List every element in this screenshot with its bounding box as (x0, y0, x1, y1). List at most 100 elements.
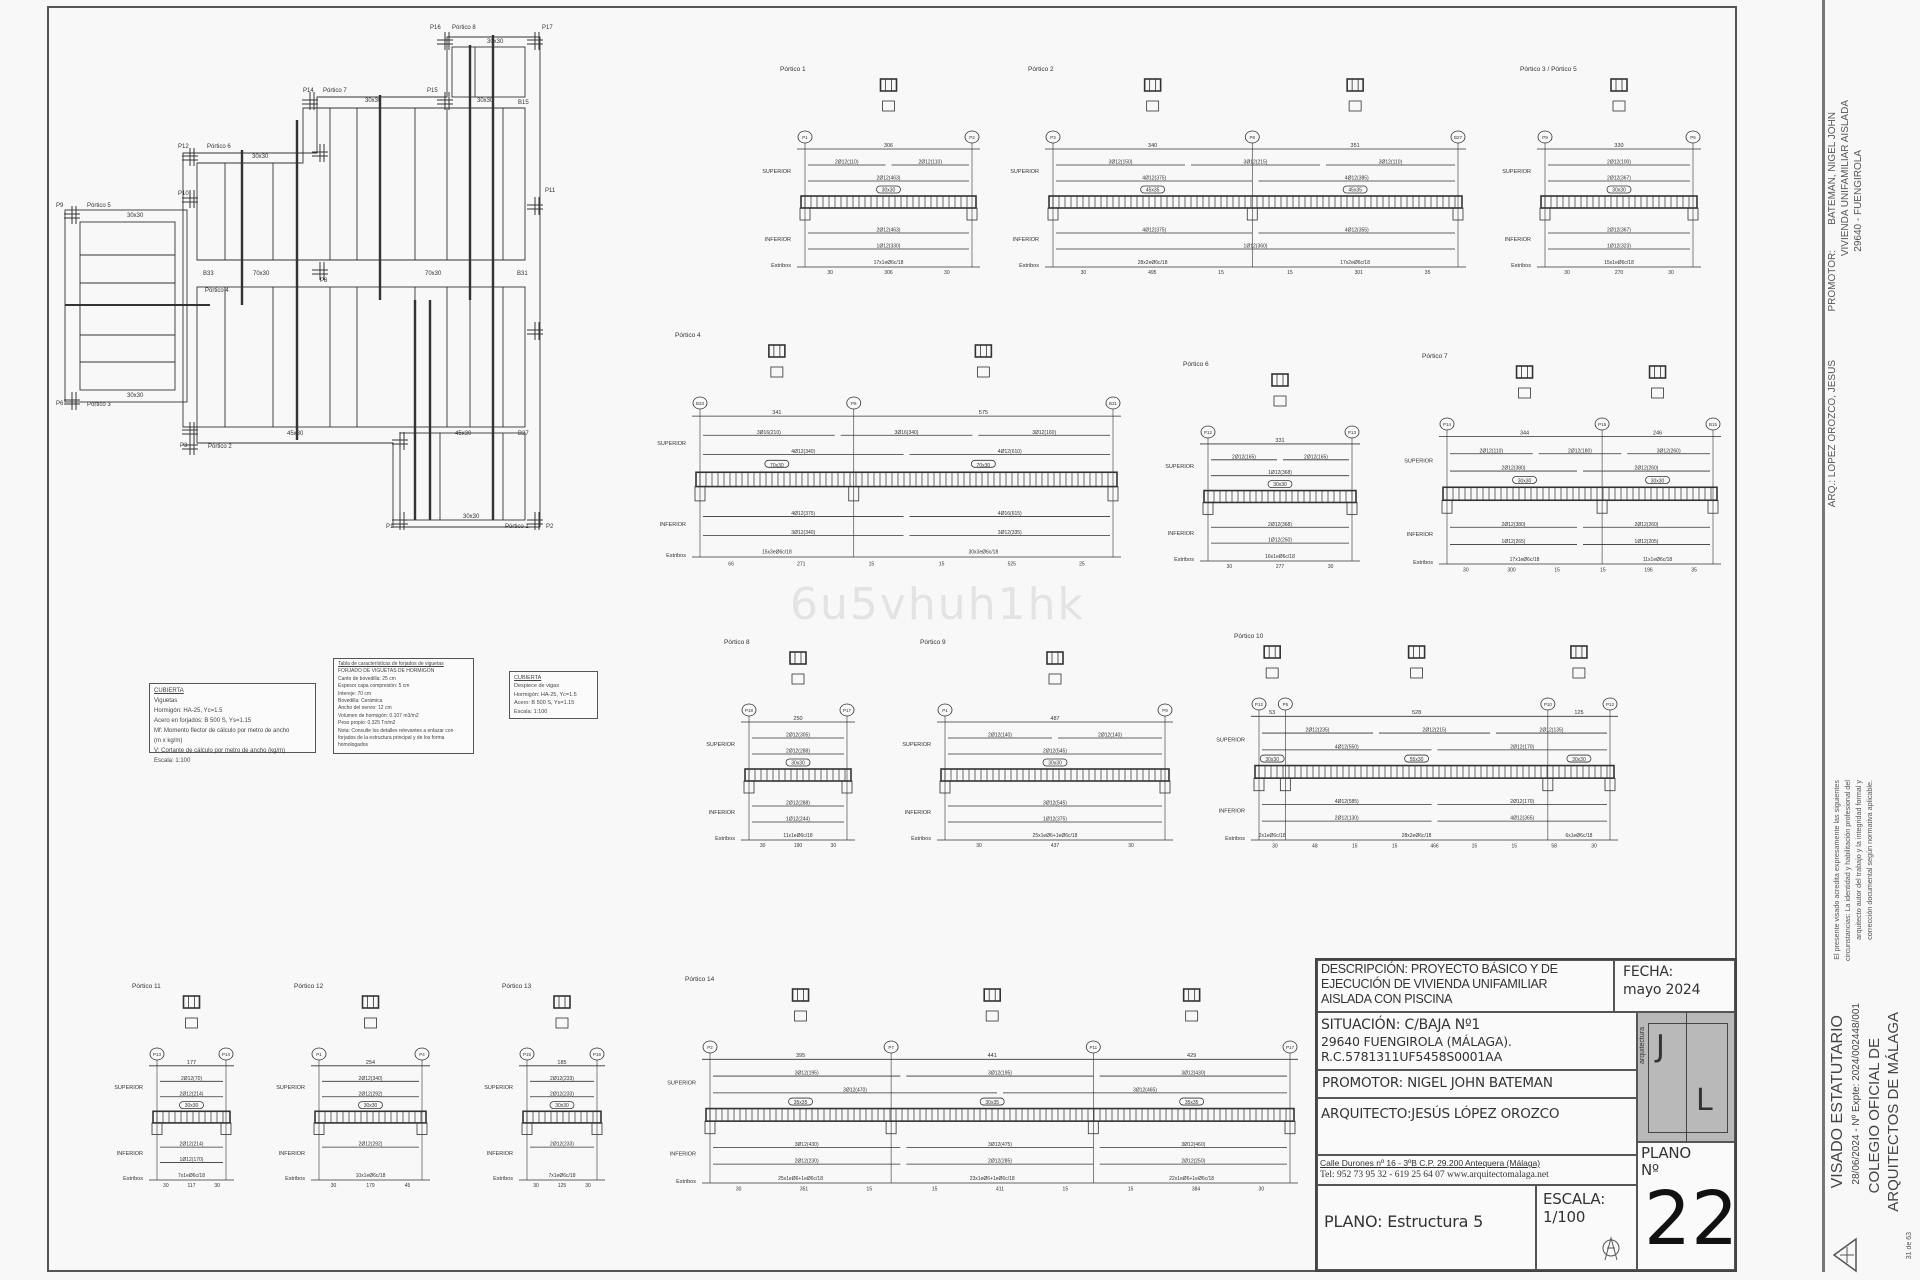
bottom-rebar-label: 3Ø12(545) (1043, 801, 1067, 807)
span-length: 344 (1520, 430, 1529, 436)
stirrup-shape-icon (364, 1017, 377, 1029)
span-length: 125 (1574, 710, 1583, 716)
column-label: B31 (1109, 401, 1118, 406)
bottom-rebar-label: 3Ø12(460) (1181, 1142, 1205, 1148)
note-line: Escala: 1:100 (514, 708, 548, 715)
inferior-label: INFERIOR (1505, 237, 1531, 243)
plan-label: Pórtico 3 (87, 402, 111, 408)
stirrup-shape-icon (1410, 667, 1424, 679)
stirrup-dimension: 15 (1511, 843, 1517, 849)
section-size: 35x35 (794, 1100, 808, 1106)
plan-number: 22 (1644, 1176, 1739, 1262)
visado-text-line: corrección documental según normativa ap… (1865, 780, 1874, 940)
plan-name-cell: PLANO: Estructura 5 (1317, 1185, 1536, 1270)
plan-label: P6 (56, 401, 64, 407)
side-promoter-line: BATEMAN, NIGEL JOHN (1827, 112, 1838, 225)
top-rebar-label: 4Ø12(610) (998, 449, 1022, 455)
plan-column-icon (312, 144, 328, 162)
estribos-label: Estribos (123, 1176, 143, 1182)
beam-section-icon (1346, 78, 1364, 92)
visado-logo-icon (1832, 1237, 1857, 1273)
column-stub (1202, 502, 1214, 515)
stirrup-icon (1413, 646, 1420, 658)
column-stub (591, 1122, 603, 1135)
span-length: 341 (772, 410, 781, 416)
description-cell: DESCRIPCIÓN: PROYECTO BÁSICO Y DE EJECUC… (1317, 960, 1614, 1012)
column-label: P15 (523, 1052, 532, 1057)
plan-label: 30x30 (127, 213, 144, 219)
column-stub (1596, 499, 1608, 514)
plan-column-icon (64, 392, 80, 410)
column-stub (1687, 207, 1699, 221)
column-stub (1441, 499, 1453, 514)
plan-label: 45x30 (455, 431, 472, 437)
inferior-label: INFERIOR (709, 810, 735, 816)
column-label: B27 (1454, 135, 1463, 140)
column-stub (1707, 499, 1719, 514)
portico-title: Pórtico 9 (920, 639, 946, 646)
span-length: 340 (1148, 143, 1157, 149)
stirrup-shape-icon (555, 1017, 569, 1029)
top-rebar-label: 3Ø12(110) (1379, 160, 1403, 166)
section-tag (788, 1097, 813, 1106)
stirrup-dimension: 15 (867, 1186, 873, 1192)
stirrup-dimension: 30 (1668, 270, 1674, 276)
top-rebar-label: 2Ø12(380) (1502, 466, 1526, 472)
stirrup-spec: 6x1eØ6c/18 (1565, 833, 1592, 839)
stirrup-dimension: 30 (760, 843, 766, 849)
plan-number-label: PLANO (1641, 1144, 1692, 1162)
note-line: Tabla de características de forjados de … (338, 661, 444, 667)
inferior-label: INFERIOR (117, 1151, 143, 1157)
stirrup-spec: 22x1eØ6+1eØ6c/18 (1169, 1176, 1214, 1182)
plan-slab-bottom-right (399, 432, 526, 521)
column-label: B33 (696, 401, 705, 406)
bottom-rebar-label: 2Ø12(285) (988, 1159, 1012, 1165)
inferior-label: INFERIOR (487, 1151, 513, 1157)
bottom-rebar-label: 4Ø12(375) (1142, 228, 1166, 234)
stirrup-icon (1268, 646, 1276, 658)
top-rebar-label: 3Ø12(160) (1032, 430, 1056, 436)
top-rebar-label: 2Ø12(165) (1232, 454, 1256, 460)
column-stub (1246, 207, 1258, 221)
section-tag (1140, 185, 1166, 194)
bottom-rebar-label: 1Ø12(205) (1635, 539, 1659, 545)
section-tag (764, 459, 790, 468)
top-rebar-label: 2Ø12(170) (1510, 744, 1534, 750)
stirrup-icon (1521, 366, 1528, 378)
stirrup-dimension: 437 (1051, 843, 1060, 849)
top-rebar-label: 3Ø12(470) (843, 1087, 867, 1093)
plan-label: 30x30 (252, 154, 269, 160)
superior-label: SUPERIOR (902, 742, 931, 748)
span-length: 330 (1614, 143, 1623, 149)
column-label: P6 (1690, 135, 1696, 140)
note-line: CUBIERTA (514, 675, 542, 681)
top-rebar-label: 2Ø12(545) (1043, 749, 1067, 755)
top-rebar-label: 2Ø12(463) (877, 176, 901, 182)
beam-body (1254, 764, 1615, 779)
top-rebar-label: 2Ø12(110) (1480, 448, 1504, 454)
column-label: P12 (1255, 702, 1264, 707)
section-tag (549, 1101, 575, 1110)
top-rebar-label: 4Ø12(375) (1142, 176, 1166, 182)
stirrup-dimension: 300 (1507, 568, 1516, 574)
portico-title: Pórtico 13 (502, 983, 532, 990)
stirrup-spec: 15x3eØ6c/18 (762, 549, 792, 555)
plan-column-icon (392, 512, 408, 530)
stirrup-spec: 15x1eØ6c/18 (1604, 260, 1634, 266)
plan-label: Pórtico 4 (205, 288, 229, 294)
column-stub (1604, 777, 1616, 792)
bottom-rebar-label: 2Ø12(463) (877, 228, 901, 234)
section-size: 30x30 (364, 1103, 378, 1109)
stirrup-shape-icon (882, 100, 895, 112)
column-label: P7 (888, 1045, 894, 1050)
stirrup-dimension: 384 (1192, 1186, 1201, 1192)
stirrup-dimension: 196 (1644, 568, 1653, 574)
plan-slab-lower (196, 286, 526, 428)
bottom-rebar-label: 3Ø12(475) (988, 1142, 1012, 1148)
section-tag (179, 1101, 204, 1110)
plan-column-icon (182, 422, 198, 440)
estribos-label: Estribos (1225, 836, 1245, 842)
